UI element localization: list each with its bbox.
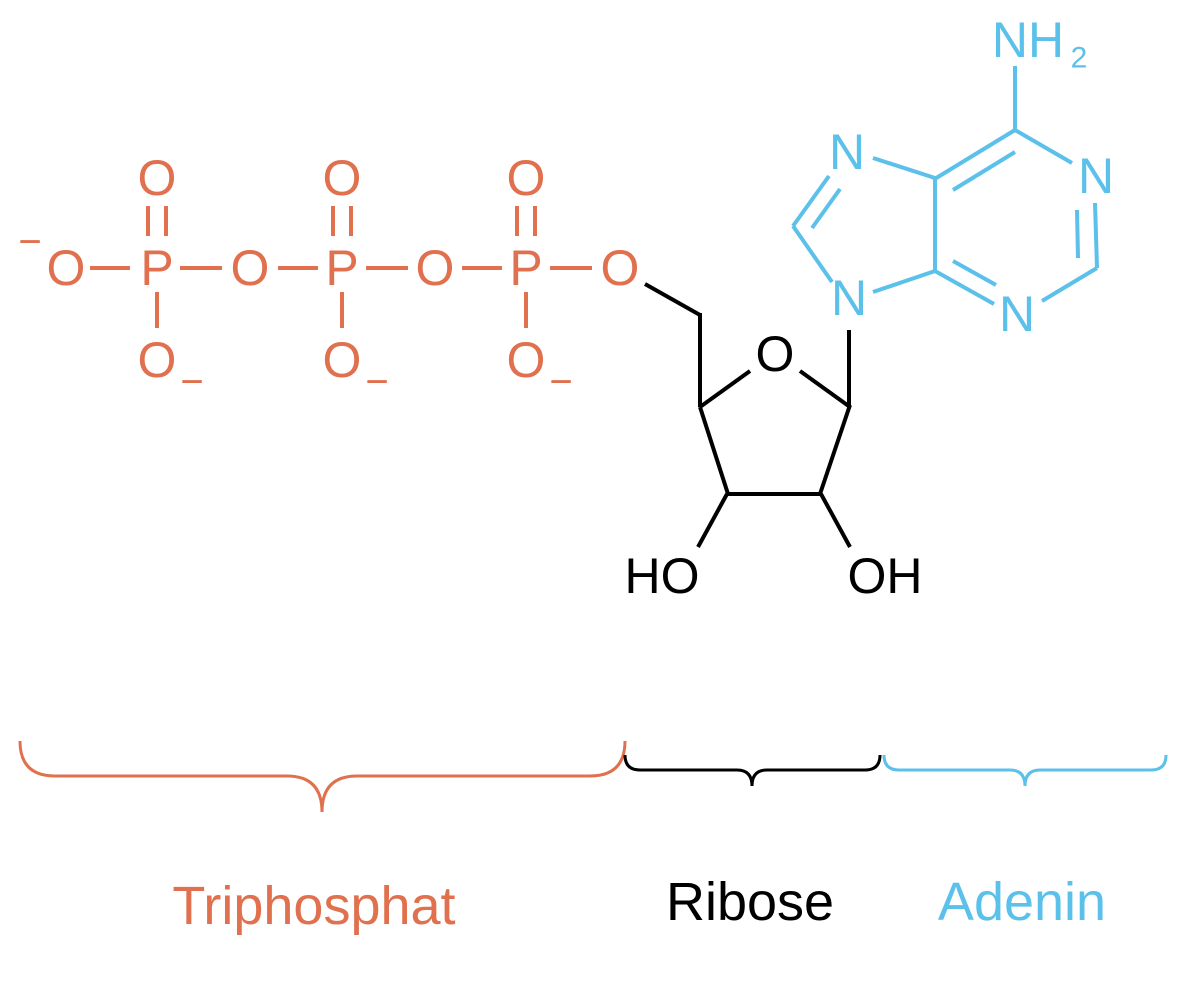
adenine-bonds [791, 66, 1099, 306]
triphosphate-group: − O P O O − O P O O − O P O O − O [18, 150, 639, 404]
ribose-brace [623, 754, 882, 787]
oxygen-p1-bottom: O [138, 332, 177, 388]
phosphorus-2: P [325, 240, 358, 296]
bond-c4-ring-o [698, 369, 752, 409]
bond-n9-c8 [791, 224, 834, 284]
nitrogen-3: N [999, 286, 1035, 342]
label-ribose: Ribose [666, 872, 834, 932]
triphosphate-brace [18, 740, 627, 813]
adenine-brace [882, 754, 1168, 787]
section-labels: Triphosphat Ribose Adenin [172, 872, 1106, 936]
ribose-bonds [644, 282, 852, 548]
bond-n1-c2 [1093, 202, 1099, 269]
bond-c8-n7-inner [810, 187, 842, 230]
bond-c2-n3 [1040, 266, 1099, 303]
bond-n3-c4 [934, 269, 995, 306]
oxygen-bridge-1: O [231, 240, 270, 296]
oxygen-p2-top: O [323, 150, 362, 206]
section-braces [18, 740, 1168, 813]
bond-c2-oh [819, 493, 852, 548]
ribose-atoms: O HO OH [625, 326, 923, 604]
bond-n1-c2-inner [1075, 209, 1080, 259]
adenine-group: N N N N NH 2 [791, 12, 1114, 342]
bond-n7-c5 [872, 156, 936, 180]
charge-p1-bottom: − [180, 360, 203, 404]
oxygen-p3-top: O [507, 150, 546, 206]
oxygen-p1-top: O [138, 150, 177, 206]
oxygen-p2-bottom: O [323, 332, 362, 388]
charge-p2-bottom: − [365, 360, 388, 404]
oxygen-5prime: O [601, 240, 640, 296]
terminal-charge: − [18, 220, 41, 264]
oxygen-p3-bottom: O [507, 332, 546, 388]
charge-p3-bottom: − [549, 360, 572, 404]
label-adenine: Adenin [938, 872, 1106, 932]
amine-nitrogen: NH [992, 12, 1064, 68]
oxygen-terminal: O [47, 240, 86, 296]
nitrogen-1: N [1078, 148, 1114, 204]
oxygen-ring: O [756, 326, 795, 382]
bond-c5-c6-inner [951, 150, 1017, 192]
phosphorus-3: P [509, 240, 542, 296]
bond-c2-c1 [818, 404, 852, 495]
bond-c5-c6 [931, 128, 1017, 182]
bond-c4-c3 [698, 406, 730, 495]
nitrogen-7: N [829, 124, 865, 180]
hydroxyl-right: OH [848, 548, 923, 604]
bond-ring-o-c1 [798, 369, 852, 409]
bond-c3-oh [696, 493, 729, 548]
phosphorus-1: P [140, 240, 173, 296]
triphosphate-atoms: − O P O O − O P O O − O P O O − O [18, 150, 639, 404]
bond-c8-n7 [791, 174, 831, 228]
oxygen-bridge-2: O [416, 240, 455, 296]
nitrogen-9: N [831, 270, 867, 326]
bond-o5-c5 [644, 282, 701, 317]
bond-c4-n9 [872, 269, 936, 294]
amine-subscript: 2 [1071, 42, 1088, 75]
ribose-group: O HO OH [625, 282, 923, 604]
adenine-atoms: N N N N NH 2 [829, 12, 1114, 342]
triphosphate-bonds [90, 206, 592, 328]
bond-n3-c4-inner [952, 259, 997, 287]
bond-c6-n1 [1013, 128, 1074, 165]
label-triphosphate: Triphosphat [172, 876, 455, 936]
hydroxyl-left: HO [625, 548, 700, 604]
